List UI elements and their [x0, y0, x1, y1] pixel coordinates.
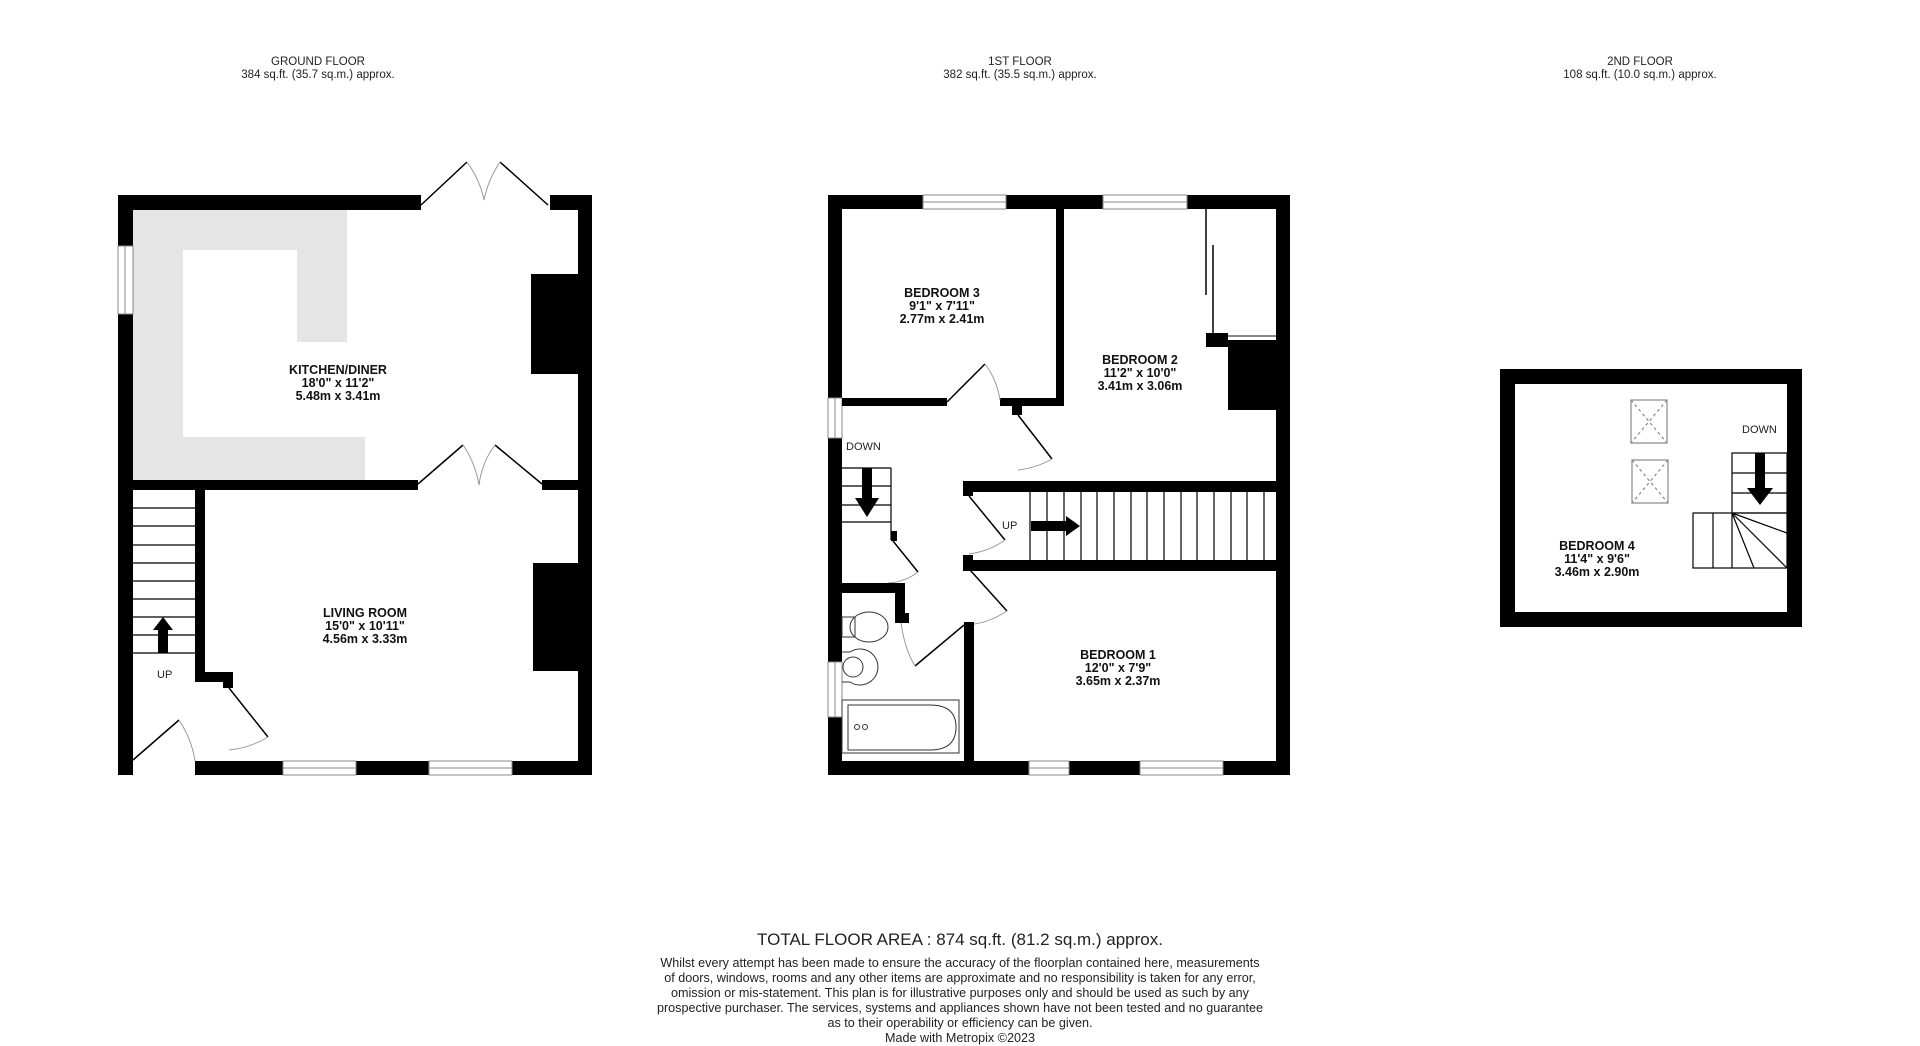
disclaimer-line: omission or mis-statement. This plan is …: [671, 986, 1249, 1000]
room-imperial: 9'1" x 7'11": [909, 299, 975, 313]
stairs-up-arrow: [153, 617, 173, 653]
second-floor-plan: [1500, 369, 1802, 627]
room-name: BEDROOM 2: [1102, 353, 1178, 367]
room-imperial: 11'4" x 9'6": [1564, 552, 1630, 566]
ground-floor-title: GROUND FLOOR 384 sq.ft. (35.7 sq.m.) app…: [168, 56, 468, 82]
floor-name: 2ND FLOOR: [1607, 56, 1673, 68]
total-floor-area: TOTAL FLOOR AREA : 874 sq.ft. (81.2 sq.m…: [757, 930, 1163, 949]
ground-floor-plan: [117, 161, 592, 776]
toilet: [841, 611, 889, 643]
room-label-bedroom-4: BEDROOM 4 11'4" x 9'6" 3.46m x 2.90m: [1555, 540, 1640, 579]
room-metric: 3.46m x 2.90m: [1554, 565, 1640, 579]
stairs-down-label: DOWN: [1742, 424, 1777, 436]
stairs-up-arrow: [1031, 516, 1080, 536]
room-metric: 3.41m x 3.06m: [1097, 379, 1183, 393]
room-label-bedroom-1: BEDROOM 1 12'0" x 7'9" 3.65m x 2.37m: [1076, 649, 1161, 688]
kitchen-counter: [133, 210, 365, 480]
disclaimer-line: prospective purchaser. The services, sys…: [656, 1001, 1264, 1015]
room-label-bedroom-3: BEDROOM 3 9'1" x 7'11" 2.77m x 2.41m: [900, 287, 985, 326]
floor-area: 108 sq.ft. (10.0 sq.m.) approx.: [1563, 69, 1717, 81]
room-metric: 2.77m x 2.41m: [899, 312, 985, 326]
floor-name: 1ST FLOOR: [988, 56, 1052, 68]
room-name: LIVING ROOM: [322, 606, 408, 620]
disclaimer-line: as to their operability or efficiency ca…: [827, 1016, 1093, 1030]
room-name: BEDROOM 4: [1559, 539, 1635, 553]
room-name: KITCHEN/DINER: [289, 363, 387, 377]
room-metric: 3.65m x 2.37m: [1075, 674, 1161, 688]
stairs-up-label: UP: [1002, 520, 1018, 532]
room-name: BEDROOM 1: [1080, 648, 1156, 662]
bath: [841, 699, 960, 754]
room-metric: 4.56m x 3.33m: [322, 632, 408, 646]
floor-area: 382 sq.ft. (35.5 sq.m.) approx.: [943, 69, 1097, 81]
room-label-living-room: LIVING ROOM 15'0" x 10'11" 4.56m x 3.33m: [323, 607, 408, 646]
room-name: BEDROOM 3: [904, 286, 980, 300]
room-imperial: 11'2" x 10'0": [1103, 366, 1177, 380]
room-imperial: 18'0" x 11'2": [301, 376, 375, 390]
second-floor-title: 2ND FLOOR 108 sq.ft. (10.0 sq.m.) approx…: [1490, 56, 1790, 82]
skylight: [1630, 399, 1669, 504]
second-floor-stairs: [1692, 452, 1788, 569]
disclaimer-line: Whilst every attempt has been made to en…: [660, 956, 1260, 970]
floor-name: GROUND FLOOR: [271, 56, 365, 68]
floor-area: 384 sq.ft. (35.7 sq.m.) approx.: [241, 69, 395, 81]
credit: Made with Metropix ©2023: [885, 1031, 1035, 1045]
disclaimer: Whilst every attempt has been made to en…: [0, 956, 1920, 1046]
room-imperial: 12'0" x 7'9": [1084, 661, 1152, 675]
room-metric: 5.48m x 3.41m: [295, 389, 381, 403]
stairs-up-label: UP: [157, 669, 173, 681]
stairs-down-arrow: [1747, 453, 1773, 505]
first-floor-plan: [827, 194, 1290, 776]
room-imperial: 15'0" x 10'11": [325, 619, 405, 633]
first-floor-title: 1ST FLOOR 382 sq.ft. (35.5 sq.m.) approx…: [870, 56, 1170, 82]
room-label-kitchen-diner: KITCHEN/DINER 18'0" x 11'2" 5.48m x 3.41…: [289, 364, 387, 403]
stairs-down-arrow: [855, 468, 879, 517]
room-label-bedroom-2: BEDROOM 2 11'2" x 10'0" 3.41m x 3.06m: [1098, 354, 1183, 393]
disclaimer-line: of doors, windows, rooms and any other i…: [664, 971, 1256, 985]
basin: [842, 648, 879, 686]
stairs-down-label: DOWN: [846, 441, 881, 453]
